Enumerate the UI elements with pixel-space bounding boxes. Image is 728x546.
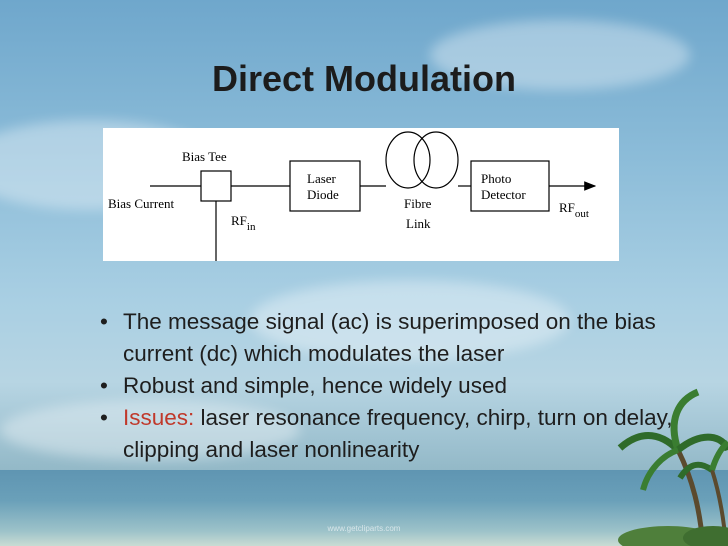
bullet-glyph: • (100, 405, 108, 430)
bullet-item: • Issues: laser resonance frequency, chir… (100, 402, 700, 466)
cloud (430, 20, 690, 90)
bias-tee-label: Bias Tee (182, 149, 227, 164)
bullet-text: The message signal (ac) is superimposed … (123, 309, 656, 366)
photo-label-line2: Detector (481, 187, 526, 202)
fibre-coil-left (385, 131, 431, 189)
rf-out-label: RFout (559, 200, 589, 220)
bias-tee-box (200, 170, 232, 202)
fibre-coil-right (413, 131, 459, 189)
bullet-item: • Robust and simple, hence widely used (100, 370, 700, 402)
bullet-text: Robust and simple, hence widely used (123, 373, 507, 398)
rf-in-label: RFin (231, 213, 256, 233)
cloud (0, 400, 300, 460)
slide-title: Direct Modulation (212, 58, 516, 99)
watermark: www.getcliparts.com (327, 524, 401, 533)
laser-label-line1: Laser (307, 171, 337, 186)
bullet-glyph: • (100, 309, 108, 334)
bias-current-label: Bias Current (108, 196, 174, 211)
fibre-label-line2: Link (406, 216, 431, 231)
bullet-text: laser resonance frequency, chirp, turn o… (123, 405, 673, 462)
palm-trees-image (617, 388, 728, 546)
bullet-glyph: • (100, 373, 108, 398)
sea-background (0, 470, 728, 546)
photo-label-line1: Photo (481, 171, 511, 186)
bullet-list: • The message signal (ac) is superimposed… (100, 306, 700, 466)
bullet-item: • The message signal (ac) is superimposed… (100, 306, 700, 370)
cloud (250, 280, 570, 360)
photo-detector-box (470, 160, 550, 212)
fibre-label-line1: Fibre (404, 196, 432, 211)
laser-label-line2: Diode (307, 187, 339, 202)
laser-diode-box (289, 160, 361, 212)
block-diagram: Bias Tee Bias Current RFin Laser Diode F… (103, 128, 619, 261)
bullet-highlight: Issues: (123, 405, 195, 430)
